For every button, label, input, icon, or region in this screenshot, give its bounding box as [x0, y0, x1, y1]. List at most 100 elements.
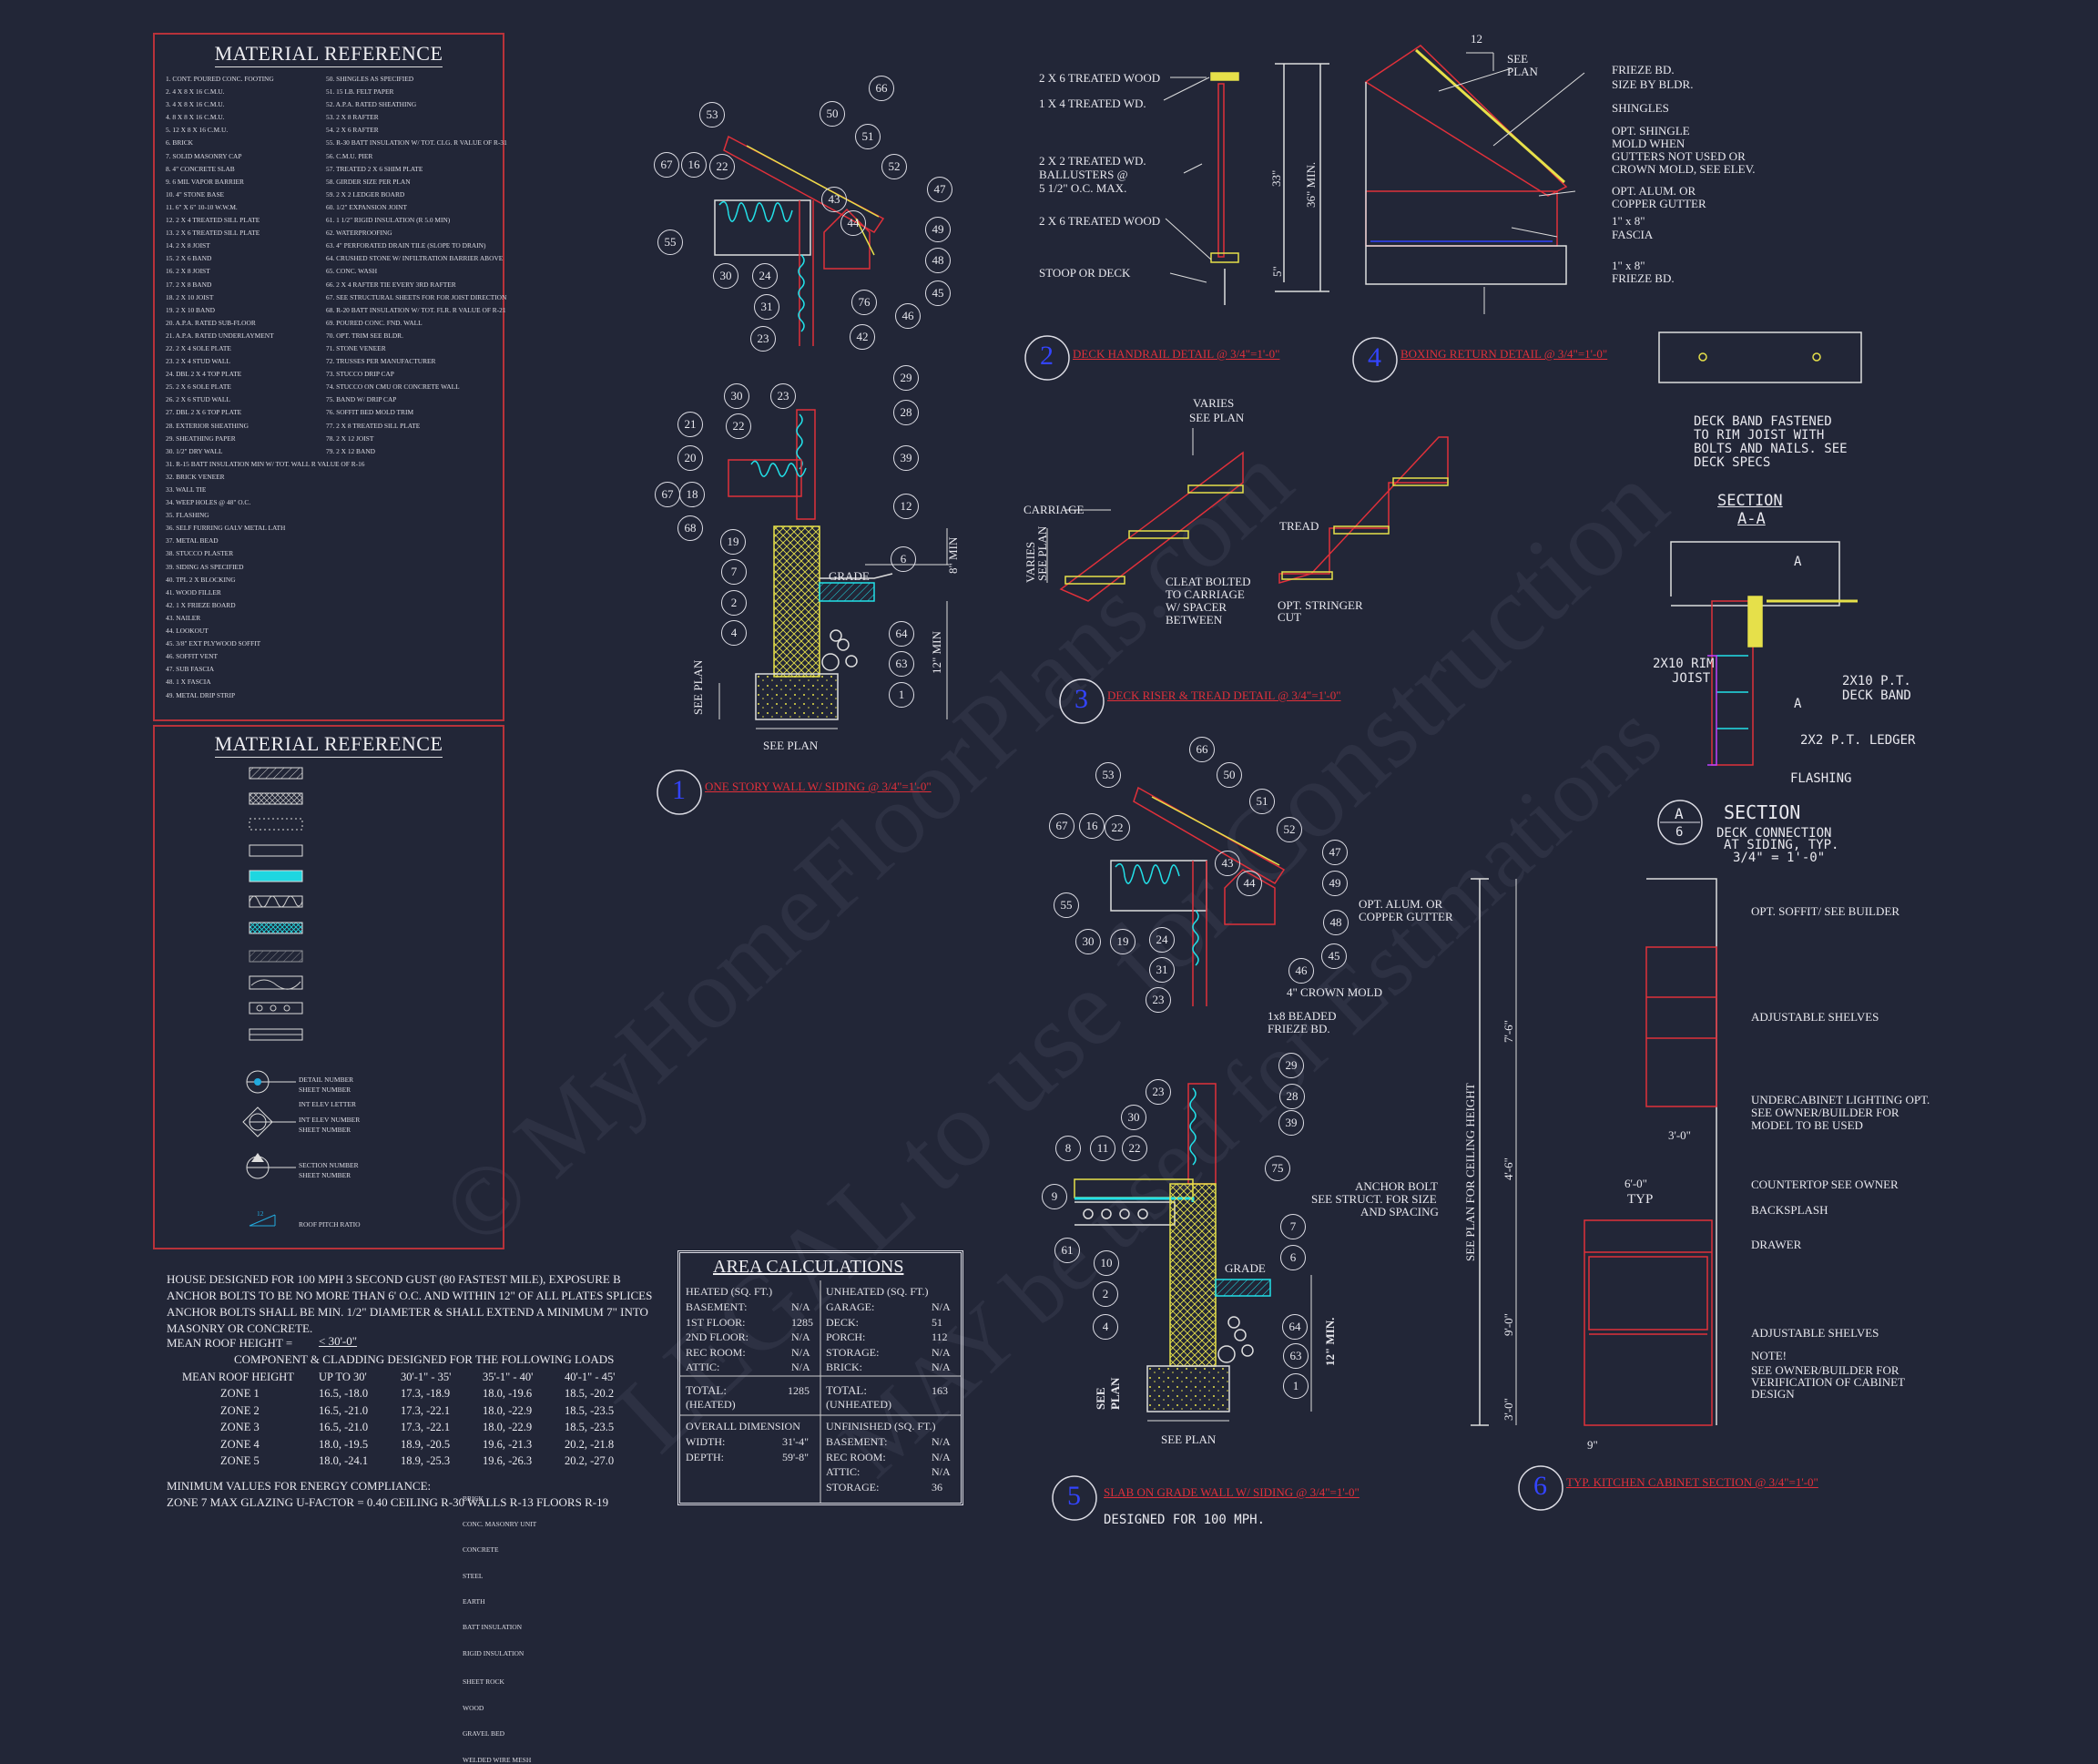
detail-2-height-36: 36" MIN. — [1304, 161, 1318, 208]
material-item: 30. 1/2" DRY WALL — [166, 446, 223, 455]
zone-cell: 18.0, -22.9 — [483, 1403, 533, 1417]
callout-bubble: 8 — [1055, 1136, 1081, 1161]
material-item: 15. 2 X 6 BAND — [166, 254, 212, 263]
detail-1-see-plan-vertical: SEE PLAN — [691, 659, 705, 715]
zone-cell: 18.5, -20.2 — [565, 1387, 615, 1400]
detail-5-subtitle: DESIGNED FOR 100 MPH. — [1104, 1513, 1266, 1527]
material-item: 59. 2 X 2 LEDGER BOARD — [326, 189, 405, 199]
callout-bubble: 10 — [1094, 1250, 1119, 1276]
zone-cell: 18.0, -19.5 — [319, 1437, 369, 1451]
material-item: 20. A.P.A. RATED SUB-FLOOR — [166, 318, 256, 327]
detail-2-label: BALLUSTERS @ — [1039, 168, 1128, 181]
callout-bubble: 66 — [869, 76, 894, 101]
material-item: 6. BRICK — [166, 138, 193, 148]
callout-bubble: 24 — [752, 263, 778, 289]
section-title-label: AT SIDING, TYP. — [1724, 838, 1839, 852]
material-item: 34. WEEP HOLES @ 48" O.C. — [166, 498, 251, 507]
cabinet-label: NOTE! — [1751, 1349, 1787, 1362]
detail-6-cabinet — [1471, 878, 1717, 1426]
legend-swatch-steel — [249, 844, 303, 857]
callout-bubble: 76 — [851, 290, 877, 315]
material-item: 55. R-30 BATT INSULATION W/ TOT. CLG. R … — [326, 138, 507, 148]
detail-1-number: 1 — [672, 775, 686, 805]
callout-bubble: 50 — [1217, 762, 1242, 788]
callout-bubble: 19 — [1110, 929, 1136, 954]
callout-bubble: 7 — [721, 559, 747, 585]
unheated-row-value: 51 — [932, 1315, 942, 1329]
callout-bubble: 23 — [770, 383, 796, 409]
area-calculations-title: AREA CALCULATIONS — [713, 1257, 904, 1277]
wind-design-note: HOUSE DESIGNED FOR 100 MPH 3 SECOND GUST… — [167, 1272, 653, 1335]
detail-4-label: SIZE BY BLDR. — [1612, 77, 1694, 91]
callout-bubble: 47 — [927, 177, 952, 202]
material-item: 7. SOLID MASONRY CAP — [166, 151, 242, 160]
material-item: 31. R-15 BATT INSULATION MIN W/ TOT. WAL… — [166, 459, 365, 468]
unfinished-row-value: N/A — [932, 1435, 951, 1448]
legend-symbol-detail-number: DETAIL NUMBER — [299, 1076, 354, 1084]
heated-total-sub: (HEATED) — [686, 1398, 736, 1411]
material-item: 39. SIDING AS SPECIFIED — [166, 562, 244, 571]
material-item: 64. CRUSHED STONE W/ INFILTRATION BARRIE… — [326, 254, 504, 263]
callout-bubble: 44 — [840, 210, 866, 236]
material-item: 33. WALL TIE — [166, 485, 207, 494]
cabinet-label: ADJUSTABLE SHELVES — [1751, 1010, 1879, 1024]
unheated-row-value: 112 — [932, 1331, 948, 1343]
section-title-label: SECTION — [1724, 801, 1801, 823]
cabinet-dimension: 3'-0" — [1668, 1128, 1691, 1142]
callout-bubble: 31 — [754, 294, 779, 320]
material-item: 27. DBL 2 X 6 TOP PLATE — [166, 408, 242, 417]
material-item: 65. CONC. WASH — [326, 267, 378, 276]
detail-1-see-plan: SEE PLAN — [763, 739, 819, 752]
area-table-gridlines — [680, 1280, 961, 1503]
material-item: 71. STONE VENEER — [326, 343, 386, 352]
zone-cell: 16.5, -18.0 — [319, 1387, 369, 1400]
material-item: 72. TRUSSES PER MANUFACTURER — [326, 357, 436, 366]
callout-bubble: 12 — [893, 494, 919, 519]
material-item: 43. NAILER — [166, 613, 201, 622]
material-item: 23. 2 X 4 STUD WALL — [166, 357, 230, 366]
callout-bubble: 2 — [721, 590, 747, 616]
heated-row-value: N/A — [791, 1331, 810, 1343]
cabinet-label: SEE OWNER/BUILDER FOR — [1751, 1106, 1899, 1119]
detail-4-label: 1" x 8" — [1612, 259, 1645, 272]
unheated-row-label: PORCH: — [826, 1331, 866, 1343]
material-item: 26. 2 X 6 STUD WALL — [166, 395, 230, 404]
cabinet-label: BACKSPLASH — [1751, 1203, 1828, 1217]
legend-item: WOOD — [463, 1704, 484, 1712]
unheated-header: UNHEATED (SQ. FT.) — [826, 1285, 929, 1298]
detail-3-label: SEE PLAN — [1035, 525, 1049, 581]
detail-5-number: 5 — [1067, 1481, 1081, 1511]
detail-4-label: FRIEZE BD. — [1612, 63, 1675, 76]
zone-header-cell: UP TO 30' — [319, 1371, 367, 1383]
legend-item: BRICK — [463, 1494, 484, 1503]
detail-5-label: FRIEZE BD. — [1268, 1022, 1330, 1035]
zone-header-cell: MEAN ROOF HEIGHT — [182, 1371, 294, 1383]
legend-item: EARTH — [463, 1597, 485, 1606]
material-item: 68. R-20 BATT INSULATION W/ TOT. FLR. R … — [326, 305, 506, 314]
unfinished-row-label: BASEMENT: — [826, 1435, 888, 1448]
callout-bubble: 22 — [1105, 815, 1130, 841]
legend-symbol-sheet-number-2: SHEET NUMBER — [299, 1126, 351, 1134]
legend-roof-pitch-number: 12 — [257, 1209, 264, 1218]
unfinished-row-label: REC ROOM: — [826, 1450, 886, 1463]
callout-bubble: 6 — [1280, 1245, 1306, 1270]
detail-1-min12: 12" MIN — [930, 631, 943, 674]
callout-bubble: 23 — [750, 326, 776, 352]
detail-2-height-5: 5" — [1270, 266, 1284, 277]
component-cladding-heading: COMPONENT & CLADDING DESIGNED FOR THE FO… — [234, 1352, 615, 1366]
legend-symbol-sheet-number-1: SHEET NUMBER — [299, 1086, 351, 1094]
material-item: 51. 15 LB. FELT PAPER — [326, 87, 394, 97]
detail-4-label: COPPER GUTTER — [1612, 197, 1706, 210]
cabinet-label: MODEL TO BE USED — [1751, 1118, 1863, 1132]
legend-swatch-gravel — [249, 1002, 303, 1015]
detail-4-label: OPT. ALUM. OR — [1612, 184, 1696, 198]
callout-bubble: 30 — [1075, 929, 1101, 954]
callout-bubble: 55 — [1054, 892, 1079, 918]
material-item: 10. 4" STONE BASE — [166, 189, 225, 199]
zone-cell: 20.2, -27.0 — [565, 1454, 615, 1467]
callout-bubble: 75 — [1265, 1156, 1290, 1181]
detail-2-label: 2 X 6 TREATED WOOD — [1039, 214, 1161, 228]
material-item: 73. STUCCO DRIP CAP — [326, 370, 394, 379]
unheated-row-label: GARAGE: — [826, 1300, 875, 1313]
callout-bubble: 11 — [1090, 1136, 1115, 1161]
